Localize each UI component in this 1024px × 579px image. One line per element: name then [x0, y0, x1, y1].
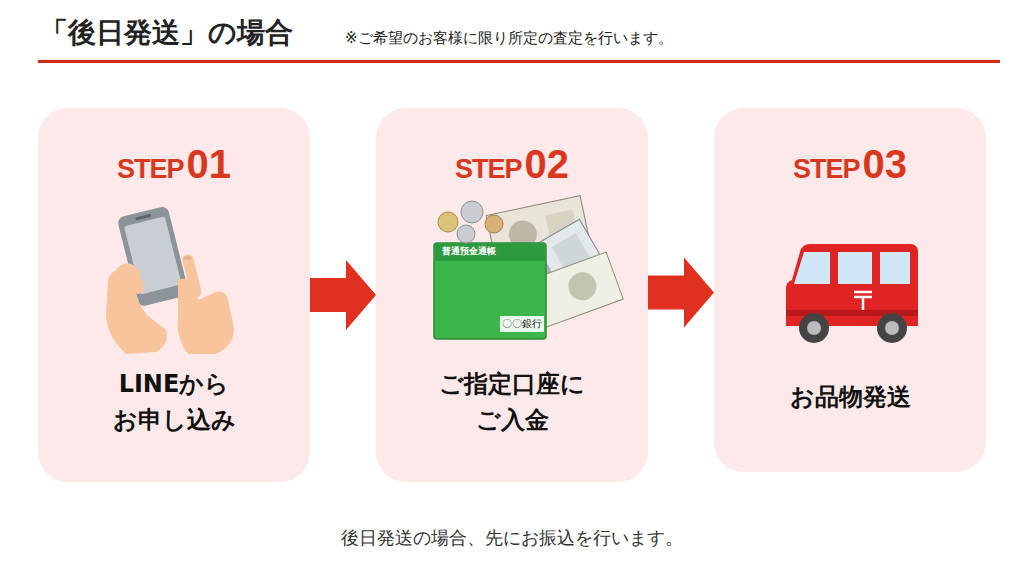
step-label: STEP [117, 154, 184, 184]
diagram-title: 「後日発送」の場合 [40, 14, 293, 52]
step-number: 03 [863, 142, 908, 186]
step-box: STEP03 お品物発送 [714, 108, 986, 472]
bankbook-money-illustration [376, 188, 648, 358]
post-van-illustration [714, 188, 986, 358]
note-text: ※ご希望のお客様に限り所定の査定を行います。 [345, 29, 673, 47]
step-box: STEP02 ご指定口座に ご入金 [376, 108, 648, 482]
step-header: STEP03 [714, 142, 986, 187]
phone-hands-illustration [38, 188, 310, 358]
step-label: STEP [455, 154, 522, 184]
step-header: STEP01 [38, 142, 310, 187]
bankbook-label: 普通預金通帳 [442, 246, 496, 257]
step-text: お品物発送 [790, 379, 911, 415]
step-header: STEP02 [376, 142, 648, 187]
step-number: 01 [187, 142, 232, 186]
step-text: LINEから お申し込み [84, 366, 264, 438]
step-box: STEP01LINEから お申し込み [38, 108, 310, 482]
step-text: ご指定口座に ご入金 [422, 366, 602, 438]
bankbook-label: 〇〇銀行 [502, 318, 542, 330]
step-number: 02 [525, 142, 570, 186]
flow-arrow [648, 258, 714, 328]
title-underline [38, 60, 1000, 63]
flow-arrow [310, 260, 376, 330]
step-label: STEP [793, 154, 860, 184]
diagram-caption: 後日発送の場合、先にお振込を行います。 [0, 526, 1024, 550]
